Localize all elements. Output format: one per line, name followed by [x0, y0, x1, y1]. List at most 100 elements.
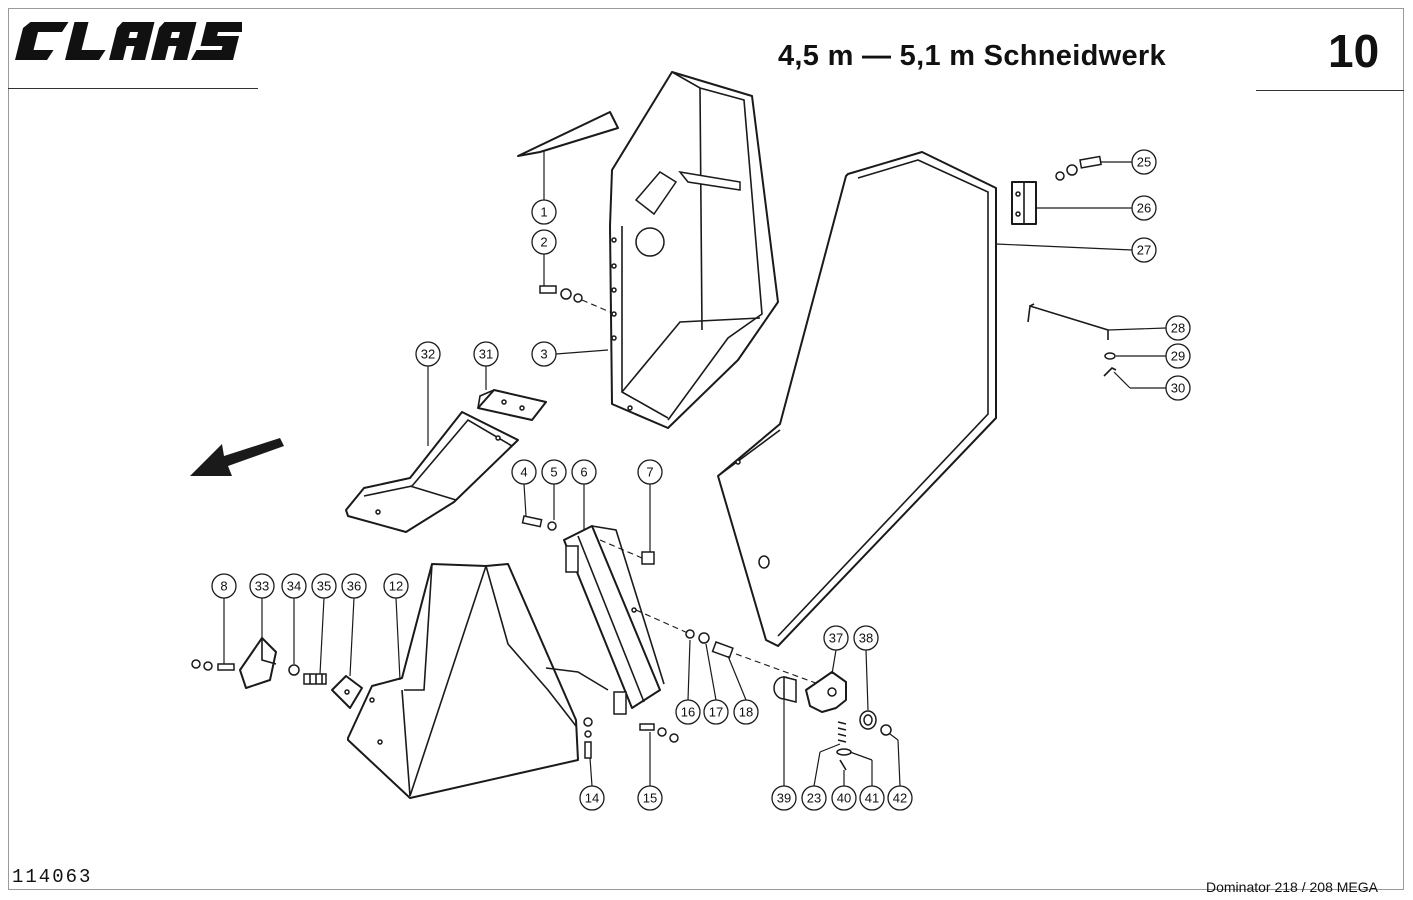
svg-text:42: 42 [893, 791, 907, 806]
svg-text:29: 29 [1171, 349, 1185, 364]
part-29-washer [1104, 352, 1116, 360]
part-42-ring [880, 724, 892, 736]
callout-2: 2 [531, 229, 557, 255]
part-3-divider-housing [609, 71, 779, 429]
part-15-bolt-set [639, 723, 679, 743]
part-26-hinge [1011, 181, 1037, 225]
part-17-washer [698, 632, 710, 644]
svg-text:7: 7 [646, 465, 653, 480]
callout-18: 18 [733, 699, 759, 725]
svg-text:41: 41 [865, 791, 879, 806]
callout-42: 42 [887, 785, 913, 811]
part-28-rod [1027, 303, 1109, 340]
callout-25: 25 [1131, 149, 1157, 175]
callout-32: 32 [415, 341, 441, 367]
part-18-bolt [711, 641, 734, 659]
callout-28: 28 [1165, 315, 1191, 341]
svg-text:32: 32 [421, 347, 435, 362]
svg-text:12: 12 [389, 579, 403, 594]
part-33-angle-bracket [239, 637, 277, 689]
svg-text:34: 34 [287, 579, 301, 594]
svg-text:18: 18 [739, 705, 753, 720]
svg-text:36: 36 [347, 579, 361, 594]
callout-41: 41 [859, 785, 885, 811]
part-8-bolt-set [191, 659, 235, 671]
part-1-bracket [517, 111, 619, 157]
callout-12: 12 [383, 573, 409, 599]
svg-text:4: 4 [520, 465, 527, 480]
part-35-spring [303, 673, 327, 685]
callout-8: 8 [211, 573, 237, 599]
part-27-side-panel [717, 151, 997, 647]
svg-text:30: 30 [1171, 381, 1185, 396]
svg-text:14: 14 [585, 791, 599, 806]
callout-30: 30 [1165, 375, 1191, 401]
part-41-washer [836, 748, 852, 756]
svg-text:33: 33 [255, 579, 269, 594]
svg-text:25: 25 [1137, 155, 1151, 170]
part-37-cam-plate [805, 671, 847, 713]
callout-26: 26 [1131, 195, 1157, 221]
page-number: 10 [1328, 25, 1380, 77]
callout-38: 38 [853, 625, 879, 651]
callout-16: 16 [675, 699, 701, 725]
callout-36: 36 [341, 573, 367, 599]
svg-text:16: 16 [681, 705, 695, 720]
svg-text:1: 1 [540, 205, 547, 220]
part-25-bolt [1055, 155, 1102, 181]
callout-37: 37 [823, 625, 849, 651]
part-34-washer [288, 664, 300, 676]
svg-text:39: 39 [777, 791, 791, 806]
part-40-pin [839, 759, 847, 771]
svg-text:23: 23 [807, 791, 821, 806]
svg-text:6: 6 [580, 465, 587, 480]
callout-27: 27 [1131, 237, 1157, 263]
part-6-support-bar [563, 525, 665, 715]
callout-1: 1 [531, 199, 557, 225]
part-7-nut [641, 551, 655, 565]
claas-logo [15, 22, 242, 60]
callout-4: 4 [511, 459, 537, 485]
part-39-roller [773, 676, 797, 703]
svg-text:17: 17 [709, 705, 723, 720]
svg-text:3: 3 [540, 347, 547, 362]
leader-lines [223, 150, 1167, 787]
callout-7: 7 [637, 459, 663, 485]
svg-text:26: 26 [1137, 201, 1151, 216]
svg-text:38: 38 [859, 631, 873, 646]
part-16-washer [685, 629, 695, 639]
callout-29: 29 [1165, 343, 1191, 369]
svg-text:8: 8 [220, 579, 227, 594]
model-reference: Dominator 218 / 208 MEGA [1206, 879, 1378, 895]
svg-text:31: 31 [479, 347, 493, 362]
callout-6: 6 [571, 459, 597, 485]
svg-text:2: 2 [540, 235, 547, 250]
part-38-bushing [859, 710, 877, 730]
part-23-spring [837, 721, 847, 743]
callout-40: 40 [831, 785, 857, 811]
part-30-pin [1103, 367, 1117, 377]
callout-5: 5 [541, 459, 567, 485]
callout-34: 34 [281, 573, 307, 599]
part-5-washer [547, 521, 557, 531]
part-14-bolt-set [583, 717, 593, 759]
callout-31: 31 [473, 341, 499, 367]
callout-39: 39 [771, 785, 797, 811]
header-rule-right [1256, 90, 1404, 91]
svg-text:40: 40 [837, 791, 851, 806]
svg-text:28: 28 [1171, 321, 1185, 336]
svg-text:27: 27 [1137, 243, 1151, 258]
svg-text:15: 15 [643, 791, 657, 806]
page-title: 4,5 m — 5,1 m Schneidwerk [778, 40, 1166, 72]
callout-35: 35 [311, 573, 337, 599]
part-4-bolt [521, 515, 543, 528]
drawing-number: 114063 [12, 866, 93, 888]
svg-text:35: 35 [317, 579, 331, 594]
callout-33: 33 [249, 573, 275, 599]
svg-text:37: 37 [829, 631, 843, 646]
svg-text:5: 5 [550, 465, 557, 480]
part-12-lower-divider [347, 563, 609, 799]
part-32-skid-plate [345, 411, 519, 533]
